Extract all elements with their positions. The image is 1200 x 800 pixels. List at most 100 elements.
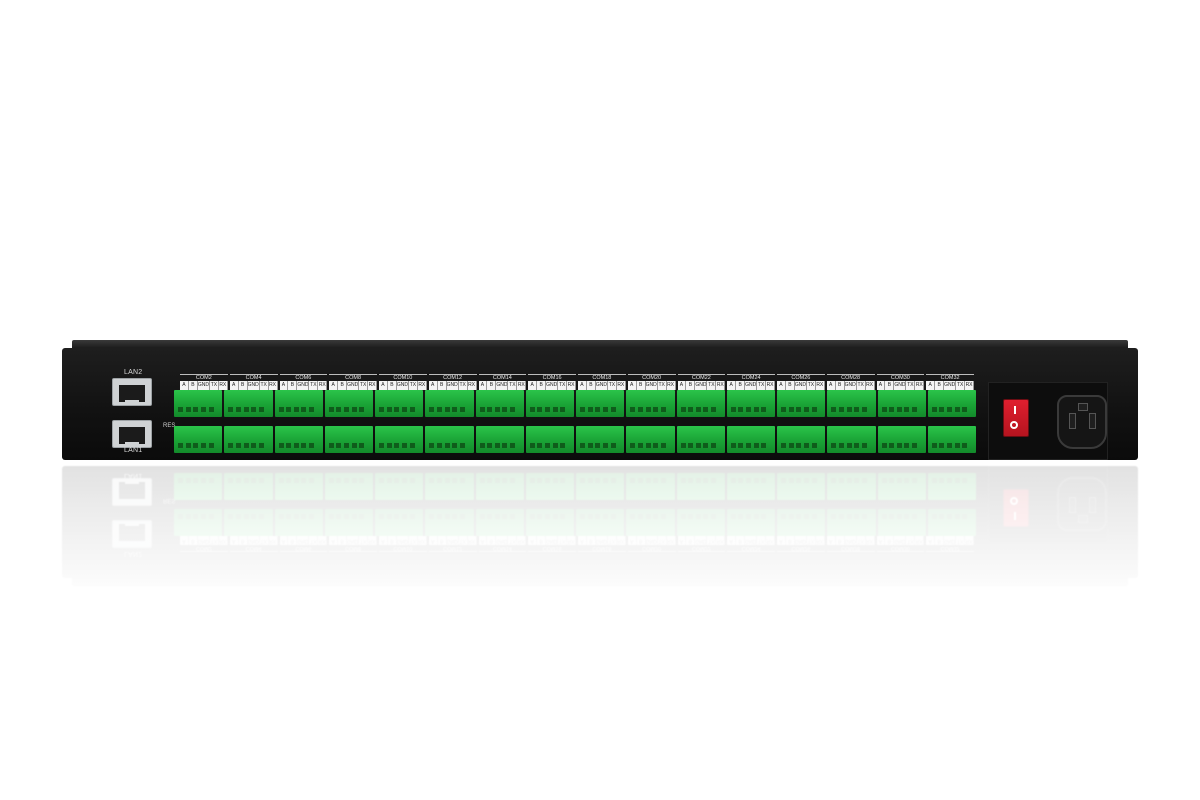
- terminal-contact: [788, 443, 794, 448]
- pin-label: A: [727, 381, 737, 390]
- pin-label: GND: [197, 381, 210, 390]
- pin-label: A: [379, 381, 388, 390]
- terminal-block[interactable]: [425, 390, 474, 417]
- terminal-contact: [803, 407, 809, 412]
- terminal-block[interactable]: [475, 426, 524, 453]
- terminal-contact: [487, 407, 493, 412]
- terminal-block[interactable]: [777, 390, 826, 417]
- terminal-block[interactable]: [375, 426, 424, 453]
- terminal-contact: [228, 443, 234, 448]
- terminal-contact: [552, 443, 558, 448]
- com-label: COM6: [279, 374, 328, 381]
- terminal-contact: [200, 407, 206, 412]
- terminal-contact: [781, 407, 786, 412]
- terminal-block[interactable]: [877, 390, 926, 417]
- terminal-block[interactable]: [324, 390, 373, 417]
- terminal-contact: [889, 407, 895, 412]
- terminal-contact: [459, 443, 465, 448]
- pin-label: GND: [844, 381, 857, 390]
- lan1-label: LAN1: [124, 447, 143, 454]
- pin-label: A: [280, 381, 289, 390]
- pin-label: TX: [658, 381, 667, 390]
- terminal-block[interactable]: [676, 390, 725, 417]
- terminal-contact: [379, 443, 384, 448]
- pin-label: B: [935, 381, 945, 390]
- terminal-contact: [781, 443, 786, 448]
- pin-label: B: [189, 381, 198, 390]
- lan1-port[interactable]: [112, 420, 152, 448]
- terminal-block[interactable]: [927, 390, 976, 417]
- terminal-block[interactable]: [174, 426, 223, 453]
- terminal-block[interactable]: [726, 390, 775, 417]
- lan2-port[interactable]: [112, 378, 152, 406]
- com-label: COM28: [826, 374, 875, 381]
- terminal-block[interactable]: [827, 390, 876, 417]
- pin-label: GND: [297, 381, 310, 390]
- com-label: COM20: [627, 374, 676, 381]
- terminal-contact: [580, 407, 585, 412]
- terminal-contact: [351, 443, 357, 448]
- terminal-contact: [258, 443, 264, 448]
- terminal-block[interactable]: [475, 390, 524, 417]
- terminal-block[interactable]: [777, 426, 826, 453]
- terminal-block[interactable]: [576, 390, 625, 417]
- terminal-contact: [351, 407, 357, 412]
- terminal-block[interactable]: [676, 426, 725, 453]
- terminal-contact: [359, 443, 365, 448]
- com-label: COM4: [229, 374, 278, 381]
- terminal-block[interactable]: [877, 426, 926, 453]
- terminal-contact: [711, 443, 717, 448]
- terminal-contact: [954, 407, 960, 412]
- terminal-block[interactable]: [626, 426, 675, 453]
- terminal-block[interactable]: [927, 426, 976, 453]
- terminal-contact: [510, 443, 516, 448]
- terminal-block[interactable]: [525, 390, 574, 417]
- pin-label: GND: [396, 381, 409, 390]
- terminal-contact: [344, 443, 350, 448]
- terminal-contact: [630, 443, 636, 448]
- iec-power-inlet[interactable]: [1057, 395, 1107, 449]
- terminal-contact: [904, 443, 910, 448]
- terminal-contact: [228, 407, 234, 412]
- pin-label: RX: [716, 381, 726, 390]
- terminal-block[interactable]: [726, 426, 775, 453]
- terminal-block[interactable]: [525, 426, 574, 453]
- pin-label: B: [487, 381, 497, 390]
- terminal-block[interactable]: [626, 390, 675, 417]
- terminal-contact: [688, 407, 694, 412]
- pin-label: RX: [866, 381, 875, 390]
- terminal-contact: [436, 407, 442, 412]
- terminal-block[interactable]: [224, 426, 273, 453]
- pin-label: GND: [247, 381, 260, 390]
- com-label: COM32: [926, 374, 974, 381]
- pin-label: GND: [546, 381, 559, 390]
- terminal-contact: [602, 443, 608, 448]
- pin-label: A: [329, 381, 339, 390]
- terminal-contact: [746, 407, 752, 412]
- terminal-contact: [293, 407, 299, 412]
- terminal-contact: [660, 407, 666, 412]
- pin-label: B: [836, 381, 845, 390]
- terminal-block[interactable]: [224, 390, 273, 417]
- terminal-block[interactable]: [425, 426, 474, 453]
- terminal-block[interactable]: [174, 390, 223, 417]
- pin-label: RX: [617, 381, 626, 390]
- terminal-contact: [394, 443, 400, 448]
- power-switch[interactable]: [1003, 399, 1029, 437]
- terminal-block[interactable]: [274, 426, 323, 453]
- terminal-block[interactable]: [576, 426, 625, 453]
- terminal-contact: [788, 407, 794, 412]
- terminal-block[interactable]: [375, 390, 424, 417]
- terminal-contact: [258, 407, 264, 412]
- pin-label: GND: [794, 381, 807, 390]
- terminal-block[interactable]: [827, 426, 876, 453]
- terminal-block[interactable]: [324, 426, 373, 453]
- terminal-block[interactable]: [274, 390, 323, 417]
